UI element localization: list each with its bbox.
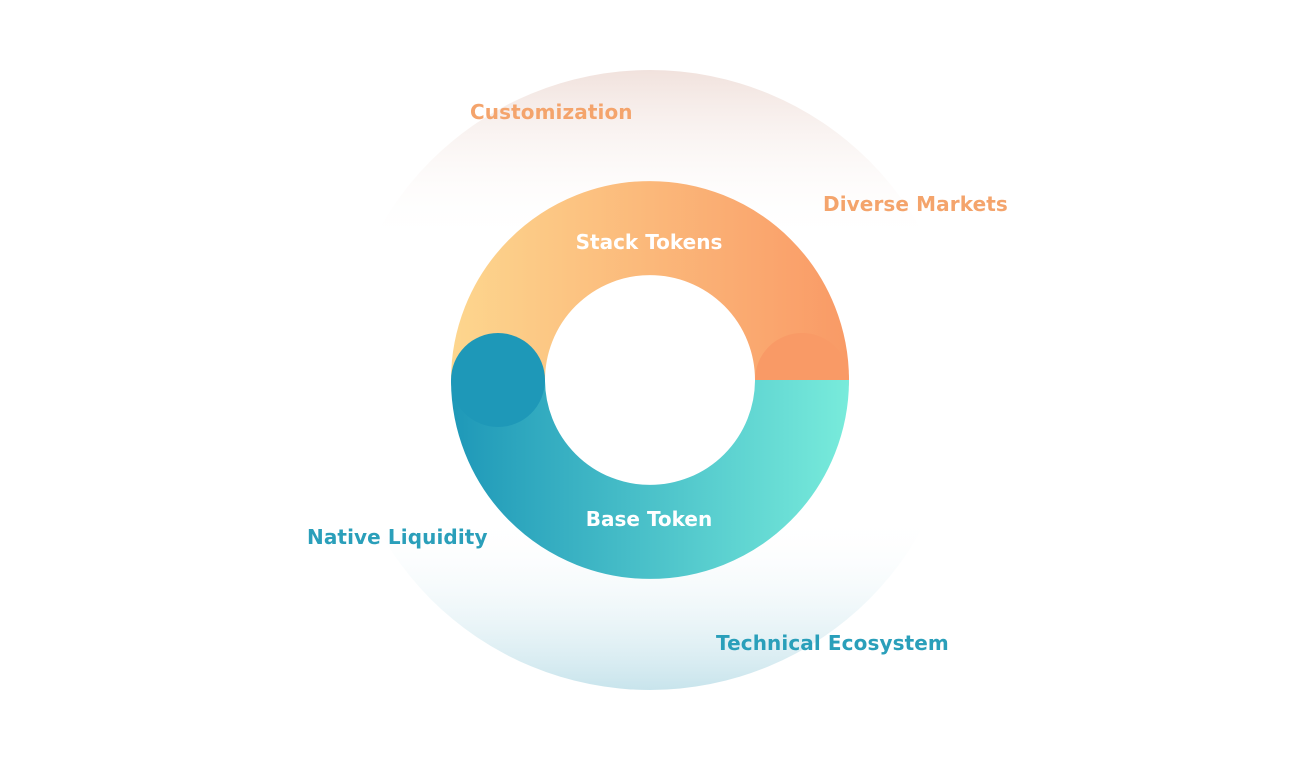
feature-label-native-liquidity: Native Liquidity <box>307 525 488 549</box>
outer-halo <box>340 70 960 690</box>
feature-label-diverse-markets: Diverse Markets <box>823 192 1008 216</box>
feature-label-technical-ecosystem: Technical Ecosystem <box>716 631 949 655</box>
stack-tokens-label: Stack Tokens <box>576 230 723 254</box>
base-token-arc <box>451 333 849 579</box>
base-token-label: Base Token <box>586 507 712 531</box>
feature-label-customization: Customization <box>470 100 633 124</box>
